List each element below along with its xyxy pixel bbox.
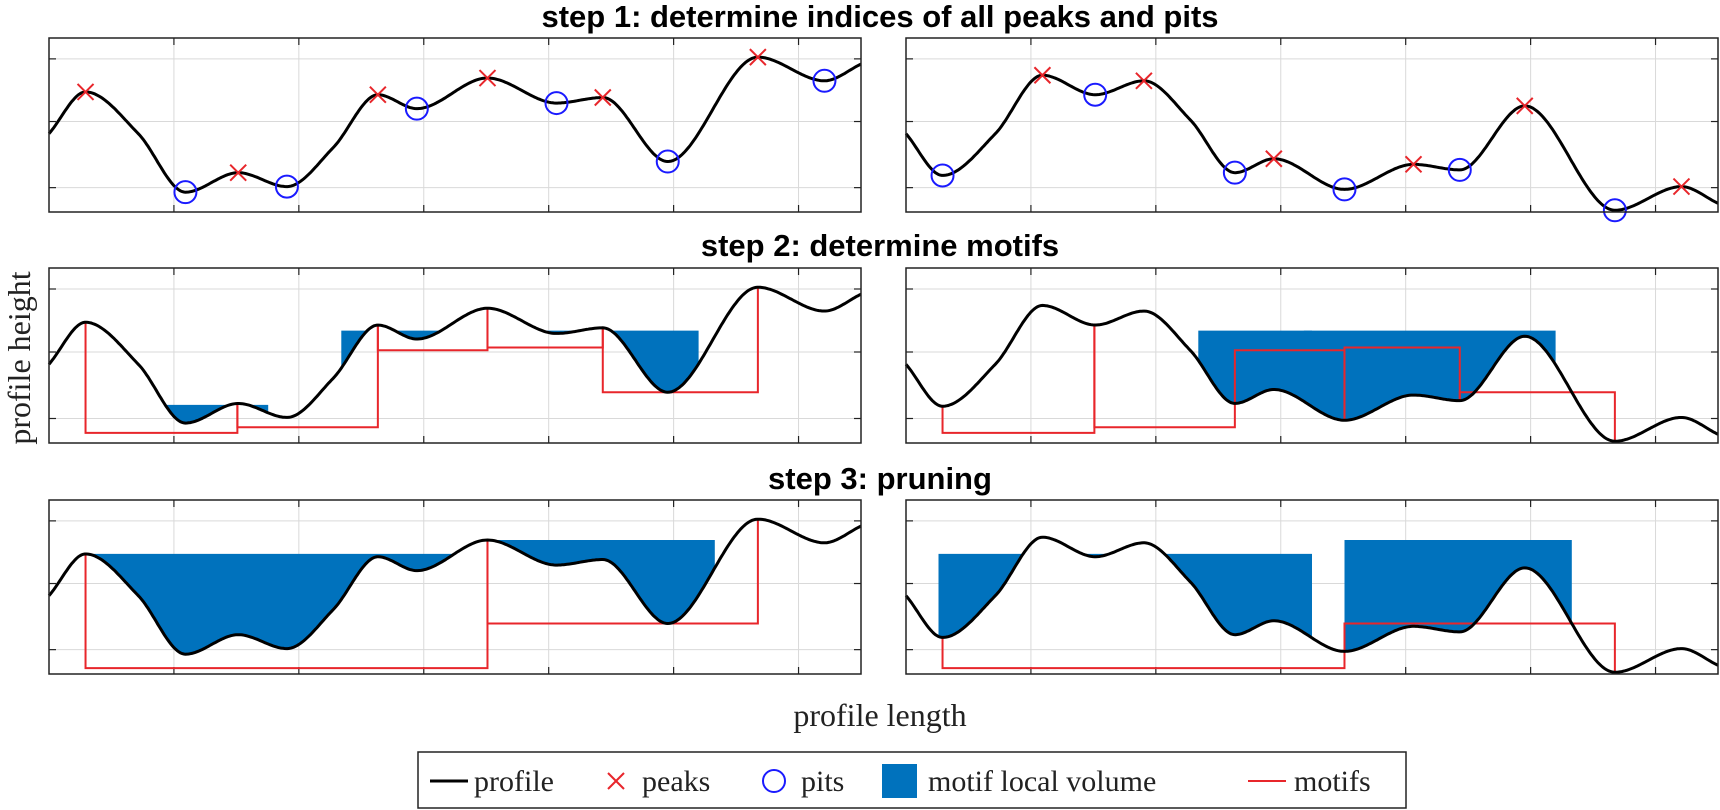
peak-marker — [594, 88, 612, 107]
pit-marker — [1447, 157, 1472, 182]
pit-marker — [173, 180, 198, 205]
motif-outline — [1343, 346, 1461, 421]
legend-peak-marker — [607, 772, 625, 790]
profile-curve — [47, 285, 862, 425]
peak-marker — [1672, 177, 1691, 196]
motif-outline — [486, 519, 759, 625]
y-axis-label: profile height — [1, 271, 37, 444]
legend-pits-label: pits — [801, 765, 844, 798]
peak-marker — [76, 83, 95, 101]
pit-marker — [404, 96, 429, 121]
panel-r1-c1 — [47, 37, 862, 213]
pit-marker — [930, 163, 955, 188]
peak-marker — [1516, 97, 1534, 115]
peak-marker — [229, 163, 247, 182]
legend-volume-label: motif local volume — [928, 765, 1156, 798]
panel-frame — [905, 499, 1719, 675]
motif-outline — [236, 325, 379, 429]
step2-title: step 2: determine motifs — [701, 228, 1059, 263]
motif-outline — [941, 637, 1346, 670]
motif-outline — [941, 325, 1096, 434]
profile-curve — [904, 303, 1719, 443]
peak-marker — [369, 86, 387, 104]
legend-volume-swatch — [882, 764, 917, 798]
pit-marker — [812, 68, 837, 93]
legend: profile peaks pits motif local volume mo… — [417, 751, 1407, 809]
pit-marker — [1332, 177, 1357, 202]
motif-outline — [1458, 391, 1616, 442]
legend-motifs-label: motifs — [1294, 765, 1371, 798]
legend-peaks-label: peaks — [642, 765, 710, 798]
motif-outline — [84, 322, 239, 434]
pit-marker — [1222, 160, 1247, 185]
panel-r3-c2 — [904, 499, 1719, 675]
pit-marker — [1602, 198, 1627, 223]
panel-frame — [48, 267, 862, 444]
motif-outline — [1343, 622, 1616, 673]
peak-marker — [1265, 150, 1283, 168]
motif-volume — [341, 330, 455, 369]
motif-volume — [938, 553, 1312, 638]
profile-curve — [47, 55, 862, 194]
panel-frame — [48, 37, 862, 213]
panels-group — [47, 37, 1719, 675]
profile-curve — [904, 535, 1719, 674]
motif-volume — [81, 553, 455, 655]
motif-volume — [1344, 540, 1572, 652]
motif-outline — [1093, 325, 1236, 429]
profile-curve — [47, 517, 862, 656]
panel-r1-c2 — [904, 37, 1719, 223]
peak-marker — [478, 69, 497, 87]
motif-volume — [1303, 330, 1556, 421]
pit-marker — [274, 174, 299, 199]
motif-outline — [601, 287, 759, 394]
profile-curve — [904, 73, 1719, 212]
panel-r3-c1 — [47, 499, 862, 675]
x-axis-label: profile length — [793, 697, 966, 733]
peak-marker — [1404, 155, 1423, 174]
pit-marker — [1083, 82, 1108, 107]
pit-marker — [544, 91, 569, 116]
motif-outline — [486, 308, 604, 349]
step1-title: step 1: determine indices of all peaks a… — [541, 0, 1218, 34]
motif-volume — [138, 404, 269, 424]
legend-pit-marker — [762, 769, 786, 793]
pit-marker — [655, 149, 680, 174]
legend-profile-label: profile — [474, 765, 554, 798]
panel-r2-c1 — [47, 267, 862, 444]
peak-marker — [1033, 66, 1052, 84]
step3-title: step 3: pruning — [768, 461, 992, 496]
peak-marker — [1135, 72, 1153, 90]
panel-frame — [905, 267, 1719, 444]
panel-r2-c2 — [904, 267, 1719, 444]
panel-frame — [48, 499, 862, 675]
motif-volume — [487, 540, 715, 624]
panel-frame — [905, 37, 1719, 213]
motif-volume — [446, 330, 699, 393]
peak-marker — [749, 48, 767, 66]
